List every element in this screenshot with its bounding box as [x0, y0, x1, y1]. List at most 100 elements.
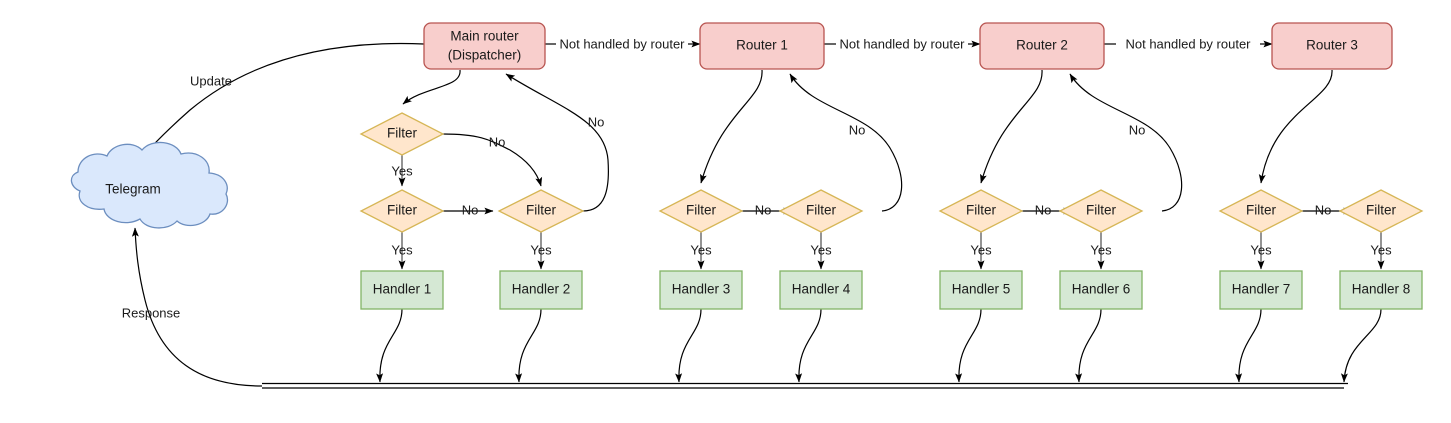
edge-label-response: Response: [122, 305, 181, 320]
node-handler-7[interactable]: Handler 7: [1219, 270, 1303, 310]
handler-7-box: [1219, 270, 1303, 310]
edge-label-yes-filter-6: Yes: [1090, 242, 1112, 257]
edge-response: [131, 227, 263, 387]
node-filter-8[interactable]: Filter: [1338, 189, 1424, 233]
main-router-label-line1: Main router: [450, 29, 519, 44]
edge-label-no-filter-5: No: [1035, 202, 1052, 217]
handler-2-label: Handler 2: [512, 282, 571, 297]
edge-label-not-handled-3: Not handled by router: [1125, 36, 1251, 51]
handler-3-box: [659, 270, 743, 310]
edge-label-yes-filter-a: Yes: [391, 163, 413, 178]
node-handler-8[interactable]: Handler 8: [1339, 270, 1423, 310]
edge-filter-a-no-to-filter-2: [442, 133, 543, 187]
filter-4-diamond: [778, 189, 864, 233]
edge-handler-8-to-bar: [1340, 308, 1382, 383]
node-handler-2[interactable]: Handler 2: [499, 270, 583, 310]
filter-1-diamond: [359, 189, 445, 233]
node-handler-3[interactable]: Handler 3: [659, 270, 743, 310]
edge-handler-5-to-bar: [955, 308, 982, 383]
edge-label-yes-filter-3: Yes: [690, 242, 712, 257]
node-filter-5[interactable]: Filter: [938, 189, 1024, 233]
node-filter-1[interactable]: Filter: [359, 189, 445, 233]
edge-label-yes-filter-4: Yes: [810, 242, 832, 257]
node-telegram-cloud[interactable]: Telegram: [70, 141, 229, 229]
edge-handler-6-to-bar: [1075, 308, 1102, 383]
node-filter-2[interactable]: Filter: [497, 189, 585, 233]
filter-7-diamond: [1218, 189, 1304, 233]
edge-label-yes-filter-7: Yes: [1250, 242, 1272, 257]
edge-filter-2-no-to-mainrouter: [505, 73, 609, 212]
handler-2-box: [499, 270, 583, 310]
edge-label-yes-filter-1: Yes: [391, 242, 413, 257]
edge-mainrouter-to-filter-a: [402, 69, 461, 105]
filter-3-diamond: [658, 189, 744, 233]
router-3-label: Router 3: [1306, 38, 1358, 53]
handler-5-box: [939, 270, 1023, 310]
filter-6-label: Filter: [1086, 203, 1117, 218]
node-filter-7[interactable]: Filter: [1218, 189, 1304, 233]
node-filter-4[interactable]: Filter: [778, 189, 864, 233]
edge-label-no-filter-6: No: [1129, 122, 1146, 137]
router-2-label: Router 2: [1016, 38, 1068, 53]
edge-handler-3-to-bar: [675, 308, 702, 383]
node-filter-6[interactable]: Filter: [1058, 189, 1144, 233]
edge-label-no-filter-1: No: [462, 202, 479, 217]
filter-7-label: Filter: [1246, 203, 1277, 218]
edge-label-not-handled-1: Not handled by router: [559, 36, 685, 51]
node-handler-4[interactable]: Handler 4: [779, 270, 863, 310]
router-1-box: [699, 22, 825, 70]
edge-handler-1-to-bar: [376, 308, 403, 383]
cloud-icon: [70, 141, 229, 229]
handler-4-label: Handler 4: [792, 282, 851, 297]
filter-5-diamond: [938, 189, 1024, 233]
node-filter-3[interactable]: Filter: [658, 189, 744, 233]
handler-6-label: Handler 6: [1072, 282, 1131, 297]
filter-6-diamond: [1058, 189, 1144, 233]
handler-6-box: [1059, 270, 1143, 310]
filter-5-label: Filter: [966, 203, 997, 218]
edge-router-1-to-filter-3: [700, 69, 763, 184]
edge-label-no-filter-4: No: [849, 122, 866, 137]
edge-handler-7-to-bar: [1235, 308, 1262, 383]
filter-top-a-diamond: [359, 112, 445, 156]
handler-4-box: [779, 270, 863, 310]
router-2-box: [979, 22, 1105, 70]
handler-7-label: Handler 7: [1232, 282, 1291, 297]
edge-handler-4-to-bar: [795, 308, 822, 383]
handler-5-label: Handler 5: [952, 282, 1011, 297]
node-handler-6[interactable]: Handler 6: [1059, 270, 1143, 310]
node-router-1[interactable]: Router 1: [699, 22, 825, 70]
node-router-2[interactable]: Router 2: [979, 22, 1105, 70]
filter-8-label: Filter: [1366, 203, 1397, 218]
router-3-box: [1271, 22, 1393, 70]
edge-handler-2-to-bar: [515, 308, 542, 383]
filter-4-label: Filter: [806, 203, 837, 218]
handler-3-label: Handler 3: [672, 282, 731, 297]
node-main-router[interactable]: Main router (Dispatcher): [423, 22, 546, 70]
node-router-3[interactable]: Router 3: [1271, 22, 1393, 70]
filter-2-diamond: [497, 189, 585, 233]
edge-label-no-filter-7: No: [1315, 202, 1332, 217]
edge-filter-4-no-to-router-1: [789, 73, 903, 212]
main-router-box: [423, 22, 546, 70]
edge-update: [142, 42, 425, 157]
edge-label-not-handled-2: Not handled by router: [839, 36, 965, 51]
filter-top-a-label: Filter: [387, 126, 418, 141]
edge-router-3-to-filter-7: [1258, 69, 1333, 184]
node-filter-top-a[interactable]: Filter: [359, 112, 445, 156]
node-handler-5[interactable]: Handler 5: [939, 270, 1023, 310]
edge-filter-6-no-to-router-2: [1069, 73, 1183, 212]
handler-8-label: Handler 8: [1352, 282, 1411, 297]
edge-label-yes-filter-8: Yes: [1370, 242, 1392, 257]
edge-label-no-filter-a: No: [489, 134, 506, 149]
node-handler-1[interactable]: Handler 1: [360, 270, 444, 310]
edge-label-yes-filter-2: Yes: [530, 242, 552, 257]
filter-8-diamond: [1338, 189, 1424, 233]
handler-8-box: [1339, 270, 1423, 310]
router-1-label: Router 1: [736, 38, 788, 53]
edge-label-no-filter-3: No: [755, 202, 772, 217]
filter-3-label: Filter: [686, 203, 717, 218]
